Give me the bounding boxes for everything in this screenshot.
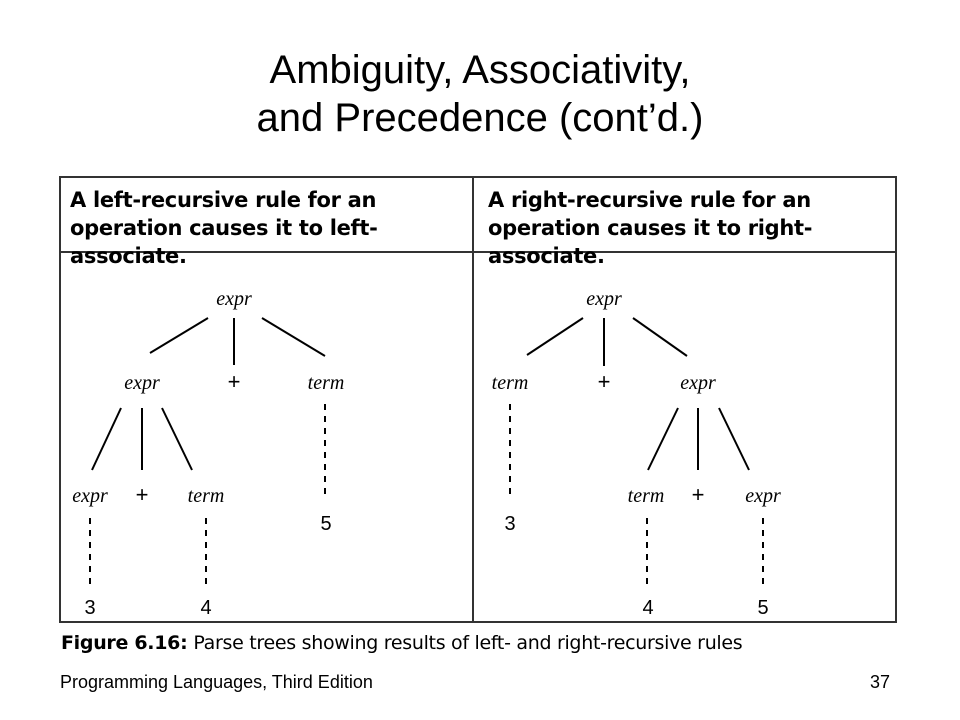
- right-l1-term-node: term: [492, 372, 529, 394]
- footer-book-title: Programming Languages, Third Edition: [60, 672, 373, 692]
- right-edge-expr-term: [647, 407, 679, 471]
- slide-title-line-2: and Precedence (cont’d.): [256, 96, 704, 140]
- right-root-node: expr: [586, 288, 622, 310]
- left-edge-root-term: [261, 317, 326, 357]
- left-l2-expr-node: expr: [72, 485, 108, 507]
- right-recursive-heading: A right-recursive rule for an operation …: [488, 188, 813, 268]
- left-edge-expr-expr: [91, 407, 122, 471]
- right-l1-expr-node: expr: [680, 372, 716, 394]
- left-l2-plus-node: +: [136, 482, 149, 507]
- right-l2-plus-node: +: [692, 482, 705, 507]
- left-edge-root-expr: [149, 317, 209, 354]
- figure-caption-text: Parse trees showing results of left- and…: [193, 632, 743, 654]
- left-leaf-4: 4: [200, 597, 211, 619]
- figure-caption: Figure 6.16:Parse trees showing results …: [61, 632, 743, 654]
- figure-horizontal-divider: [59, 251, 897, 253]
- left-edge-expr-term: [161, 407, 193, 471]
- left-recursive-heading: A left-recursive rule for an operation c…: [70, 188, 378, 268]
- figure-caption-label: Figure 6.16:: [61, 632, 188, 654]
- right-l2-term-node: term: [628, 485, 665, 507]
- left-leaf-3: 3: [84, 597, 95, 619]
- right-edge-expr-expr: [718, 407, 750, 471]
- right-l2-expr-node: expr: [745, 485, 781, 507]
- right-leaf-5: 5: [757, 597, 768, 619]
- left-root-node: expr: [216, 288, 252, 310]
- slide-title-line-1: Ambiguity, Associativity,: [269, 48, 691, 92]
- right-l1-plus-node: +: [598, 369, 611, 394]
- right-leaf-4: 4: [642, 597, 653, 619]
- left-leaf-5: 5: [320, 513, 331, 535]
- right-leaf-3: 3: [504, 513, 515, 535]
- footer-page-number: 37: [870, 672, 891, 692]
- left-l1-term-node: term: [308, 372, 345, 394]
- left-l2-term-node: term: [188, 485, 225, 507]
- right-tree-edges: [509, 317, 764, 590]
- left-l1-expr-node: expr: [124, 372, 160, 394]
- left-tree-edges: [89, 317, 326, 590]
- figure-vertical-divider: [472, 176, 474, 623]
- right-edge-root-expr: [632, 317, 688, 357]
- left-l1-plus-node: +: [228, 369, 241, 394]
- figure-frame: [59, 176, 897, 623]
- slide-title: Ambiguity, Associativity, and Precedence…: [0, 46, 960, 142]
- right-edge-root-term: [526, 317, 584, 356]
